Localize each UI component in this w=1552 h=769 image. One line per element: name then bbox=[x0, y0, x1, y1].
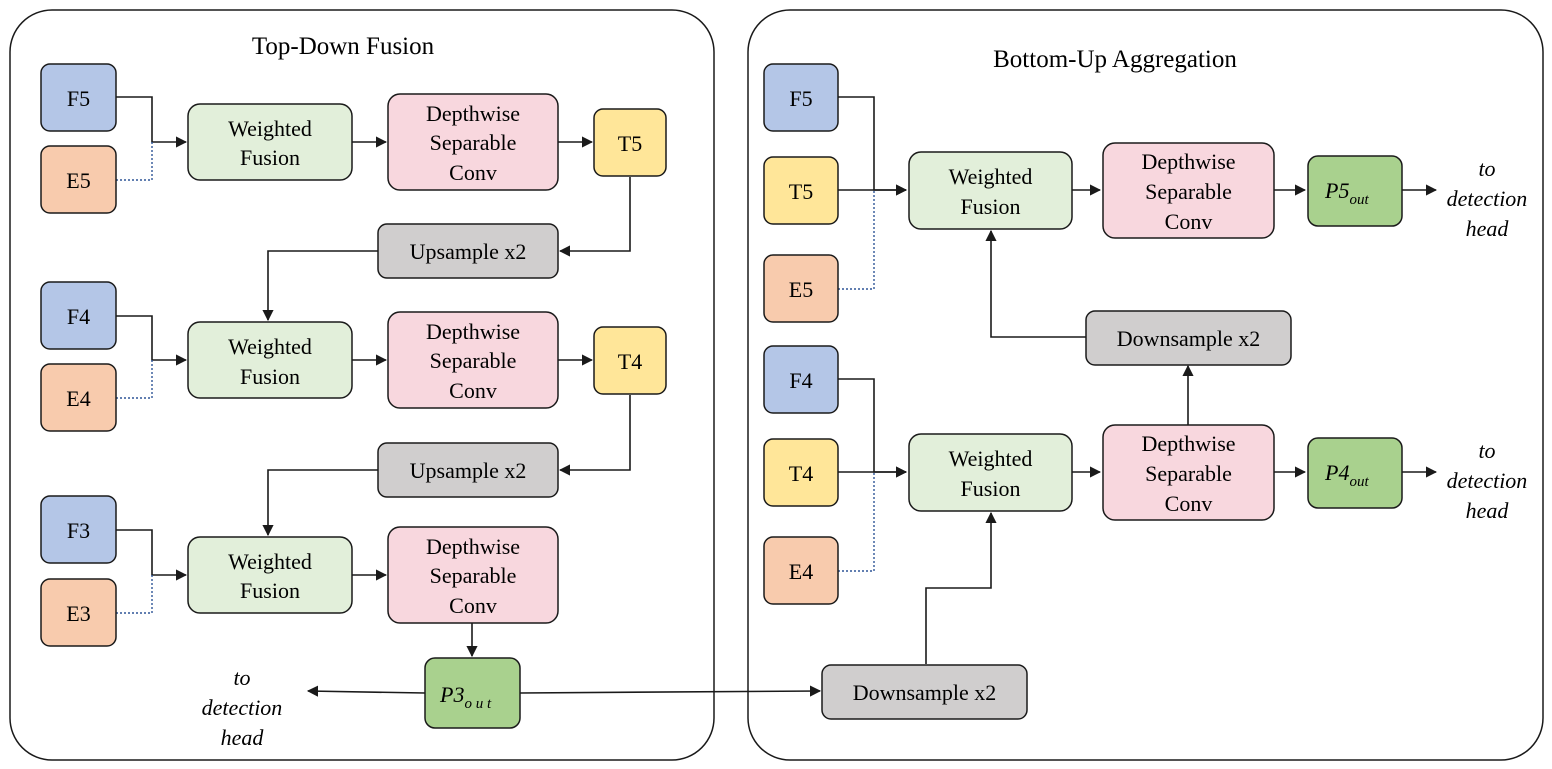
svg-text:T4: T4 bbox=[789, 461, 813, 486]
weighted-fusion-right-1: Weighted Fusion bbox=[908, 151, 1073, 230]
to-detection-head-left: to detection head bbox=[202, 665, 283, 750]
svg-text:detection: detection bbox=[202, 695, 283, 720]
svg-text:Fusion: Fusion bbox=[240, 578, 300, 603]
depthwise-conv-left-3: Depthwise Separable Conv bbox=[387, 526, 559, 624]
node-t5-right: T5 bbox=[763, 156, 839, 225]
downsample-upper: Downsample x2 bbox=[1085, 310, 1292, 366]
svg-text:Weighted: Weighted bbox=[228, 549, 312, 574]
svg-text:P4out: P4out bbox=[1324, 460, 1369, 490]
svg-text:T5: T5 bbox=[789, 179, 813, 204]
node-e3: E3 bbox=[40, 578, 117, 647]
svg-text:Depthwise: Depthwise bbox=[1141, 431, 1235, 456]
depthwise-conv-left-1: Depthwise Separable Conv bbox=[387, 93, 559, 191]
svg-text:Conv: Conv bbox=[449, 160, 497, 185]
svg-text:Weighted: Weighted bbox=[228, 334, 312, 359]
node-t4-left: T4 bbox=[593, 326, 667, 395]
svg-text:to: to bbox=[1478, 156, 1495, 181]
svg-text:Separable: Separable bbox=[1145, 179, 1232, 204]
node-e5-right: E5 bbox=[763, 254, 839, 323]
svg-text:Depthwise: Depthwise bbox=[426, 101, 520, 126]
svg-text:Depthwise: Depthwise bbox=[426, 534, 520, 559]
svg-text:Fusion: Fusion bbox=[961, 476, 1021, 501]
weighted-fusion-right-2: Weighted Fusion bbox=[908, 433, 1073, 512]
svg-text:Upsample x2: Upsample x2 bbox=[410, 239, 527, 264]
top-down-title: Top-Down Fusion bbox=[252, 33, 435, 60]
svg-text:Fusion: Fusion bbox=[961, 194, 1021, 219]
svg-text:Downsample x2: Downsample x2 bbox=[853, 680, 997, 705]
node-p4-out: P4out bbox=[1307, 437, 1403, 509]
svg-text:F4: F4 bbox=[67, 304, 90, 329]
svg-text:F5: F5 bbox=[67, 86, 90, 111]
downsample-lower: Downsample x2 bbox=[821, 664, 1028, 720]
svg-text:Conv: Conv bbox=[449, 593, 497, 618]
node-f5-right: F5 bbox=[763, 63, 839, 132]
connectors bbox=[116, 96, 1438, 697]
node-e4-right: E4 bbox=[763, 536, 839, 605]
svg-text:E5: E5 bbox=[66, 168, 90, 193]
svg-text:Separable: Separable bbox=[430, 563, 517, 588]
svg-text:Depthwise: Depthwise bbox=[1141, 149, 1235, 174]
svg-text:head: head bbox=[1466, 216, 1510, 241]
svg-text:Separable: Separable bbox=[1145, 461, 1232, 486]
node-f4-left: F4 bbox=[40, 281, 117, 350]
top-down-panel bbox=[9, 9, 715, 761]
bottom-up-panel bbox=[747, 9, 1544, 761]
svg-text:Separable: Separable bbox=[430, 348, 517, 373]
svg-text:head: head bbox=[1466, 498, 1510, 523]
bottom-up-title: Bottom-Up Aggregation bbox=[993, 46, 1237, 73]
svg-text:F3: F3 bbox=[67, 518, 90, 543]
svg-text:P5out: P5out bbox=[1324, 178, 1369, 208]
dotted-connectors bbox=[116, 142, 875, 614]
upsample-1: Upsample x2 bbox=[377, 223, 559, 279]
svg-text:Conv: Conv bbox=[1165, 491, 1213, 516]
svg-text:Fusion: Fusion bbox=[240, 145, 300, 170]
svg-text:to: to bbox=[1478, 438, 1495, 463]
svg-text:Weighted: Weighted bbox=[949, 164, 1033, 189]
svg-text:T5: T5 bbox=[618, 131, 642, 156]
node-f4-right: F4 bbox=[763, 345, 839, 414]
node-t5-left: T5 bbox=[593, 108, 667, 177]
svg-text:Weighted: Weighted bbox=[228, 116, 312, 141]
svg-text:F4: F4 bbox=[789, 368, 812, 393]
svg-text:E5: E5 bbox=[789, 277, 813, 302]
svg-text:Depthwise: Depthwise bbox=[426, 319, 520, 344]
svg-text:Weighted: Weighted bbox=[949, 446, 1033, 471]
node-t4-right: T4 bbox=[763, 438, 839, 507]
svg-text:T4: T4 bbox=[618, 349, 642, 374]
svg-text:head: head bbox=[221, 725, 265, 750]
svg-text:detection: detection bbox=[1447, 186, 1528, 211]
svg-text:E4: E4 bbox=[66, 386, 90, 411]
node-e4-left: E4 bbox=[40, 363, 117, 432]
svg-text:F5: F5 bbox=[789, 86, 812, 111]
node-p5-out: P5out bbox=[1307, 155, 1403, 227]
to-detection-head-p4: to detection head bbox=[1447, 438, 1528, 523]
weighted-fusion-left-1: Weighted Fusion bbox=[187, 103, 353, 181]
svg-text:Upsample x2: Upsample x2 bbox=[410, 458, 527, 483]
svg-text:E4: E4 bbox=[789, 559, 813, 584]
svg-text:Separable: Separable bbox=[430, 130, 517, 155]
svg-text:Conv: Conv bbox=[1165, 209, 1213, 234]
to-detection-head-p5: to detection head bbox=[1447, 156, 1528, 241]
svg-text:Downsample x2: Downsample x2 bbox=[1117, 326, 1261, 351]
svg-text:to: to bbox=[233, 665, 250, 690]
node-f3: F3 bbox=[40, 495, 117, 564]
svg-text:E3: E3 bbox=[66, 601, 90, 626]
svg-text:Fusion: Fusion bbox=[240, 364, 300, 389]
weighted-fusion-left-2: Weighted Fusion bbox=[187, 321, 353, 399]
depthwise-conv-left-2: Depthwise Separable Conv bbox=[387, 311, 559, 409]
svg-text:detection: detection bbox=[1447, 468, 1528, 493]
svg-text:Conv: Conv bbox=[449, 378, 497, 403]
node-e5-left: E5 bbox=[40, 145, 117, 214]
depthwise-conv-right-1: Depthwise Separable Conv bbox=[1102, 142, 1275, 239]
node-p3-out: P3o u t bbox=[424, 657, 521, 729]
weighted-fusion-left-3: Weighted Fusion bbox=[187, 536, 353, 614]
upsample-2: Upsample x2 bbox=[377, 442, 559, 498]
svg-text:P3o u t: P3o u t bbox=[439, 682, 492, 712]
depthwise-conv-right-2: Depthwise Separable Conv bbox=[1102, 424, 1275, 521]
node-f5-left: F5 bbox=[40, 63, 117, 132]
